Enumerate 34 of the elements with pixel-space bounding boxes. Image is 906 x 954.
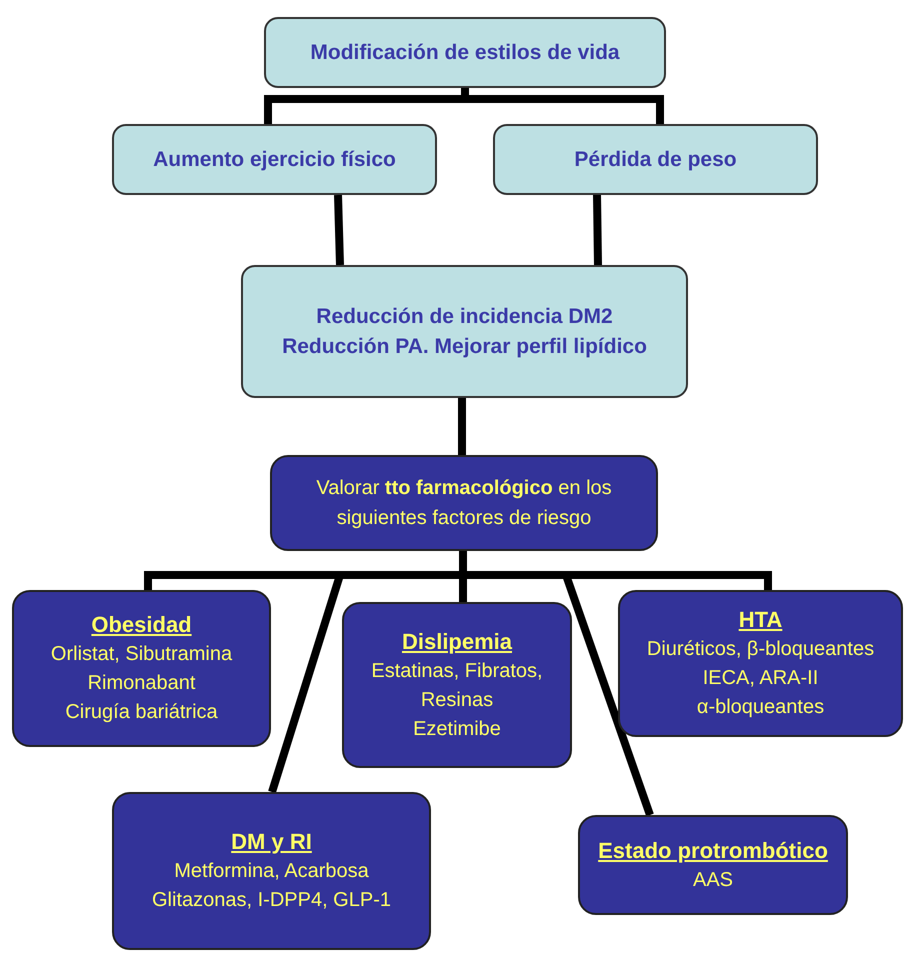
process-box bbox=[264, 17, 666, 88]
risk-factor-box bbox=[12, 590, 271, 747]
treatment-text: Metformina, Acarbosa bbox=[174, 859, 369, 884]
box-heading: Obesidad bbox=[91, 611, 192, 639]
treatment-text: Orlistat, Sibutramina bbox=[50, 642, 232, 667]
box-heading: Dislipemia bbox=[402, 628, 512, 656]
risk-factor-box bbox=[618, 590, 903, 737]
box-text: Pérdida de peso bbox=[574, 146, 737, 172]
connector-line bbox=[458, 398, 466, 455]
risk-factor-box bbox=[112, 792, 431, 950]
box-text: Aumento ejercicio físico bbox=[153, 146, 396, 172]
box-heading: HTA bbox=[738, 606, 782, 634]
treatment-text: α-bloqueantes bbox=[696, 695, 824, 720]
process-box bbox=[493, 124, 818, 195]
box-heading: DM y RI bbox=[231, 828, 312, 856]
treatment-text: Ezetimibe bbox=[413, 716, 501, 742]
risk-factor-box bbox=[342, 602, 572, 768]
risk-factor-box bbox=[270, 455, 658, 551]
process-box bbox=[112, 124, 437, 195]
treatment-text: IECA, ARA-II bbox=[702, 666, 818, 691]
treatment-text: Cirugía bariátrica bbox=[65, 700, 218, 725]
treatment-text: AAS bbox=[692, 868, 734, 892]
connector-line bbox=[334, 194, 344, 266]
risk-factor-box bbox=[578, 815, 848, 915]
connector-line bbox=[593, 194, 602, 266]
box-heading: Estado protrombótico bbox=[598, 836, 828, 865]
treatment-text: Glitazonas, I-DPP4, GLP-1 bbox=[152, 888, 391, 913]
box-text: Valorar tto farmacológico en los siguientes factores de riesgo bbox=[315, 476, 613, 531]
box-text: Modificación de estilos de vida bbox=[310, 40, 620, 66]
process-box bbox=[241, 265, 688, 398]
treatment-text: Estatinas, Fibratos, Resinas bbox=[370, 658, 544, 712]
treatment-text: Diuréticos, β-bloqueantes bbox=[646, 637, 874, 662]
treatment-text: Rimonabant bbox=[88, 671, 196, 696]
box-text: Reducción de incidencia DM2 Reducción PA. Mejorar perfil lipídico bbox=[281, 304, 648, 360]
